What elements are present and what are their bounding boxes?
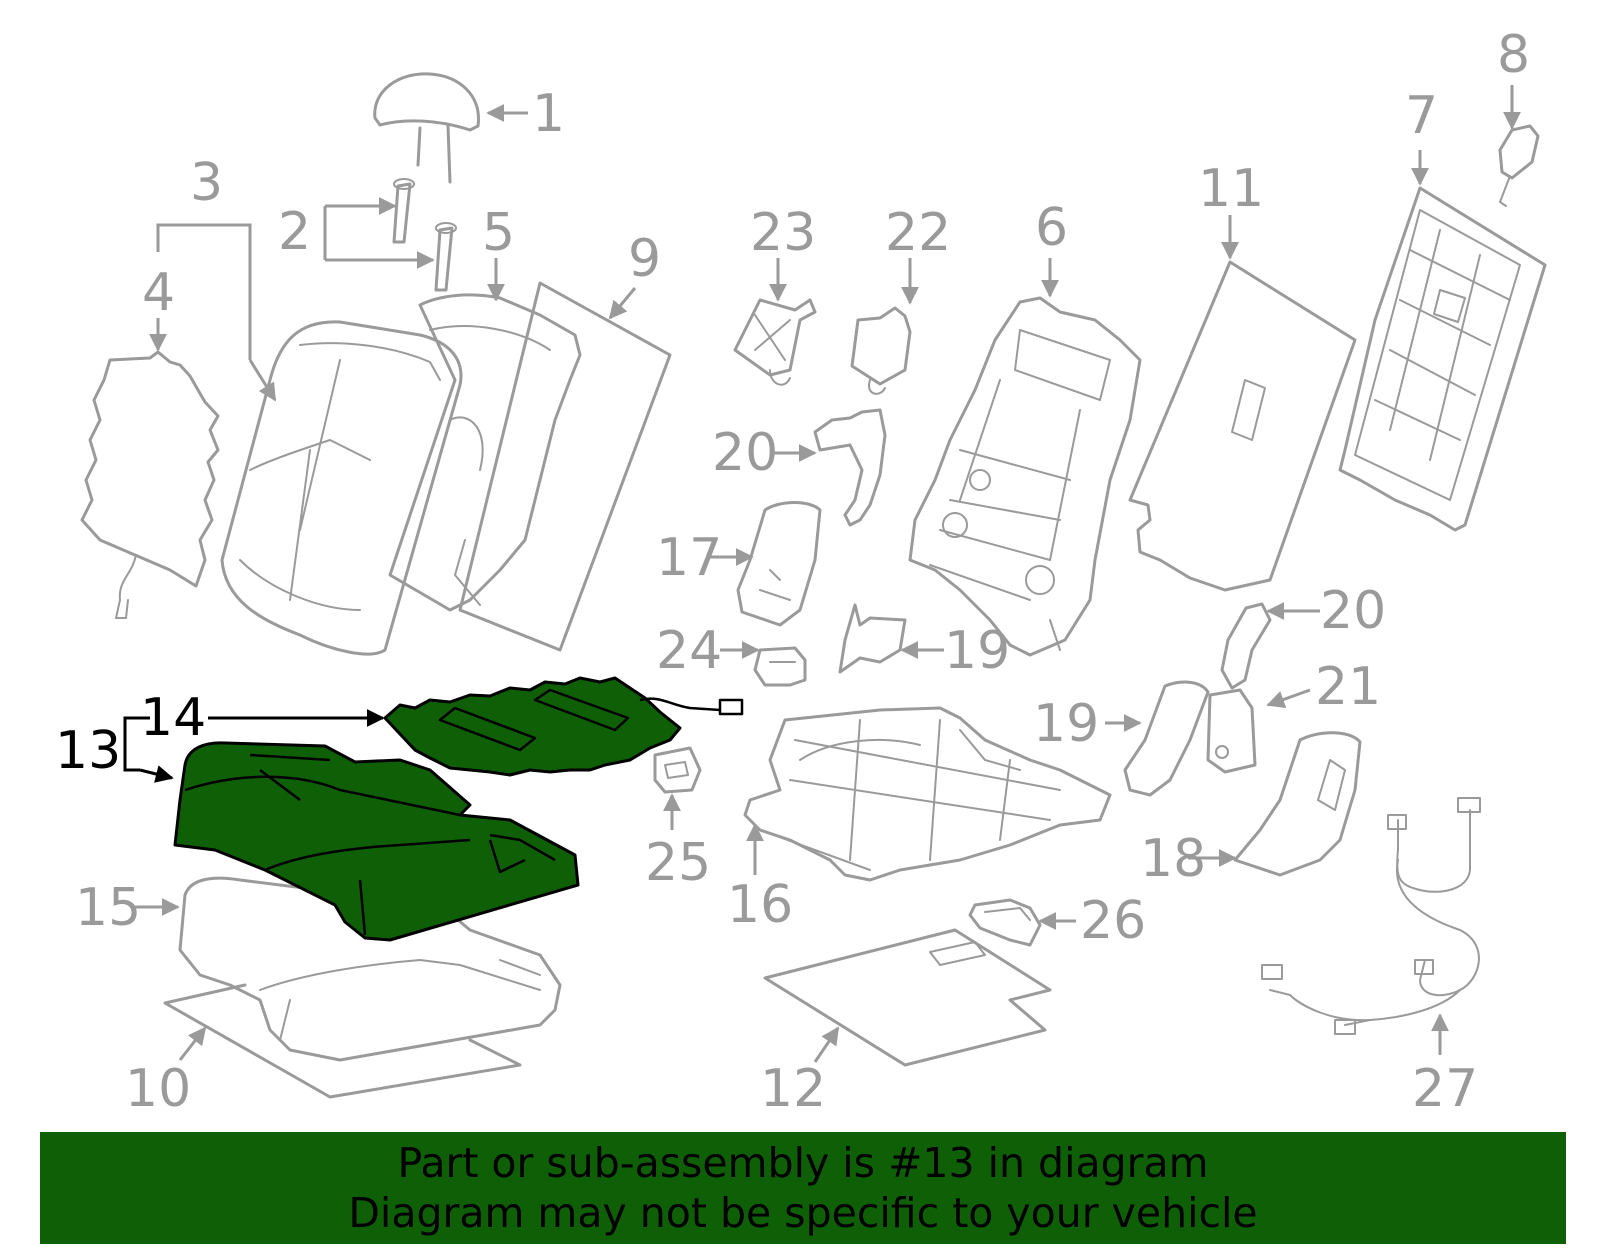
part-1-headrest <box>373 72 480 184</box>
callout-8[interactable]: 8 <box>1497 25 1530 85</box>
callout-14[interactable]: 14 <box>140 688 206 748</box>
part-25-bracket <box>653 746 702 794</box>
part-10-pad <box>163 983 522 1099</box>
part-19-cover-left <box>838 603 907 674</box>
banner-line-disclaimer: Diagram may not be specific to your vehi… <box>348 1189 1258 1237</box>
part-4-back-heater <box>80 350 220 619</box>
part-21-bracket <box>1206 688 1257 774</box>
part-9-panel <box>458 281 672 652</box>
callout-15[interactable]: 15 <box>75 878 141 938</box>
callout-27[interactable]: 27 <box>1412 1059 1478 1119</box>
part-17-cover <box>736 501 822 627</box>
leader-lines-highlighted <box>123 709 385 783</box>
part-8-lock <box>1498 124 1540 207</box>
part-11-back-panel <box>1128 260 1357 592</box>
leader-lines <box>135 85 1521 1063</box>
callout-24[interactable]: 24 <box>656 621 722 681</box>
callout-16[interactable]: 16 <box>727 875 793 935</box>
callout-11[interactable]: 11 <box>1198 159 1264 219</box>
part-19-cover-right <box>1123 680 1210 797</box>
part-24-switch <box>753 646 807 687</box>
part-26-switch <box>968 898 1042 947</box>
callout-19-left[interactable]: 19 <box>944 621 1010 681</box>
part-14-heater-highlighted[interactable] <box>383 676 744 777</box>
info-banner: Part or sub-assembly is #13 in diagram D… <box>40 1132 1566 1244</box>
callout-1[interactable]: 1 <box>532 84 565 144</box>
banner-line-part-number: Part or sub-assembly is #13 in diagram <box>397 1139 1209 1187</box>
callout-5[interactable]: 5 <box>482 203 515 263</box>
part-23-bracket <box>733 298 817 386</box>
part-20-cover-upper <box>813 408 887 527</box>
callout-9[interactable]: 9 <box>628 229 661 289</box>
callout-20-upper[interactable]: 20 <box>712 423 778 483</box>
callout-3[interactable]: 3 <box>190 153 223 213</box>
callout-6[interactable]: 6 <box>1035 198 1068 258</box>
callout-19-right[interactable]: 19 <box>1033 694 1099 754</box>
callout-17[interactable]: 17 <box>656 528 722 588</box>
callout-10[interactable]: 10 <box>125 1059 191 1119</box>
callout-22[interactable]: 22 <box>885 203 951 263</box>
callout-26[interactable]: 26 <box>1080 891 1146 951</box>
part-20-cover-right <box>1220 602 1272 690</box>
part-7-rear-panel <box>1338 186 1547 532</box>
part-12-mat <box>763 928 1052 1067</box>
part-27-wire-harness <box>1261 797 1481 1035</box>
callout-13[interactable]: 13 <box>55 721 121 781</box>
part-2-guides <box>392 178 457 292</box>
part-5-back-pad <box>388 293 582 612</box>
part-22-module <box>850 306 912 395</box>
callout-4[interactable]: 4 <box>142 263 175 323</box>
callout-20-right[interactable]: 20 <box>1320 581 1386 641</box>
callout-12[interactable]: 12 <box>760 1059 826 1119</box>
callout-7[interactable]: 7 <box>1405 86 1438 146</box>
callout-23[interactable]: 23 <box>750 203 816 263</box>
callout-labels: 1 2 3 4 5 6 7 8 9 10 11 12 13 14 15 16 1… <box>55 25 1530 1119</box>
part-13-cushion-assembly-highlighted[interactable] <box>173 741 580 942</box>
callout-25[interactable]: 25 <box>645 833 711 893</box>
callout-18[interactable]: 18 <box>1140 829 1206 889</box>
part-6-back-frame <box>908 296 1142 657</box>
part-18-shield <box>1233 731 1362 877</box>
callout-2[interactable]: 2 <box>278 202 311 262</box>
part-16-track-frame <box>743 706 1112 882</box>
callout-21[interactable]: 21 <box>1315 657 1381 717</box>
part-3-back-cover <box>220 320 463 656</box>
